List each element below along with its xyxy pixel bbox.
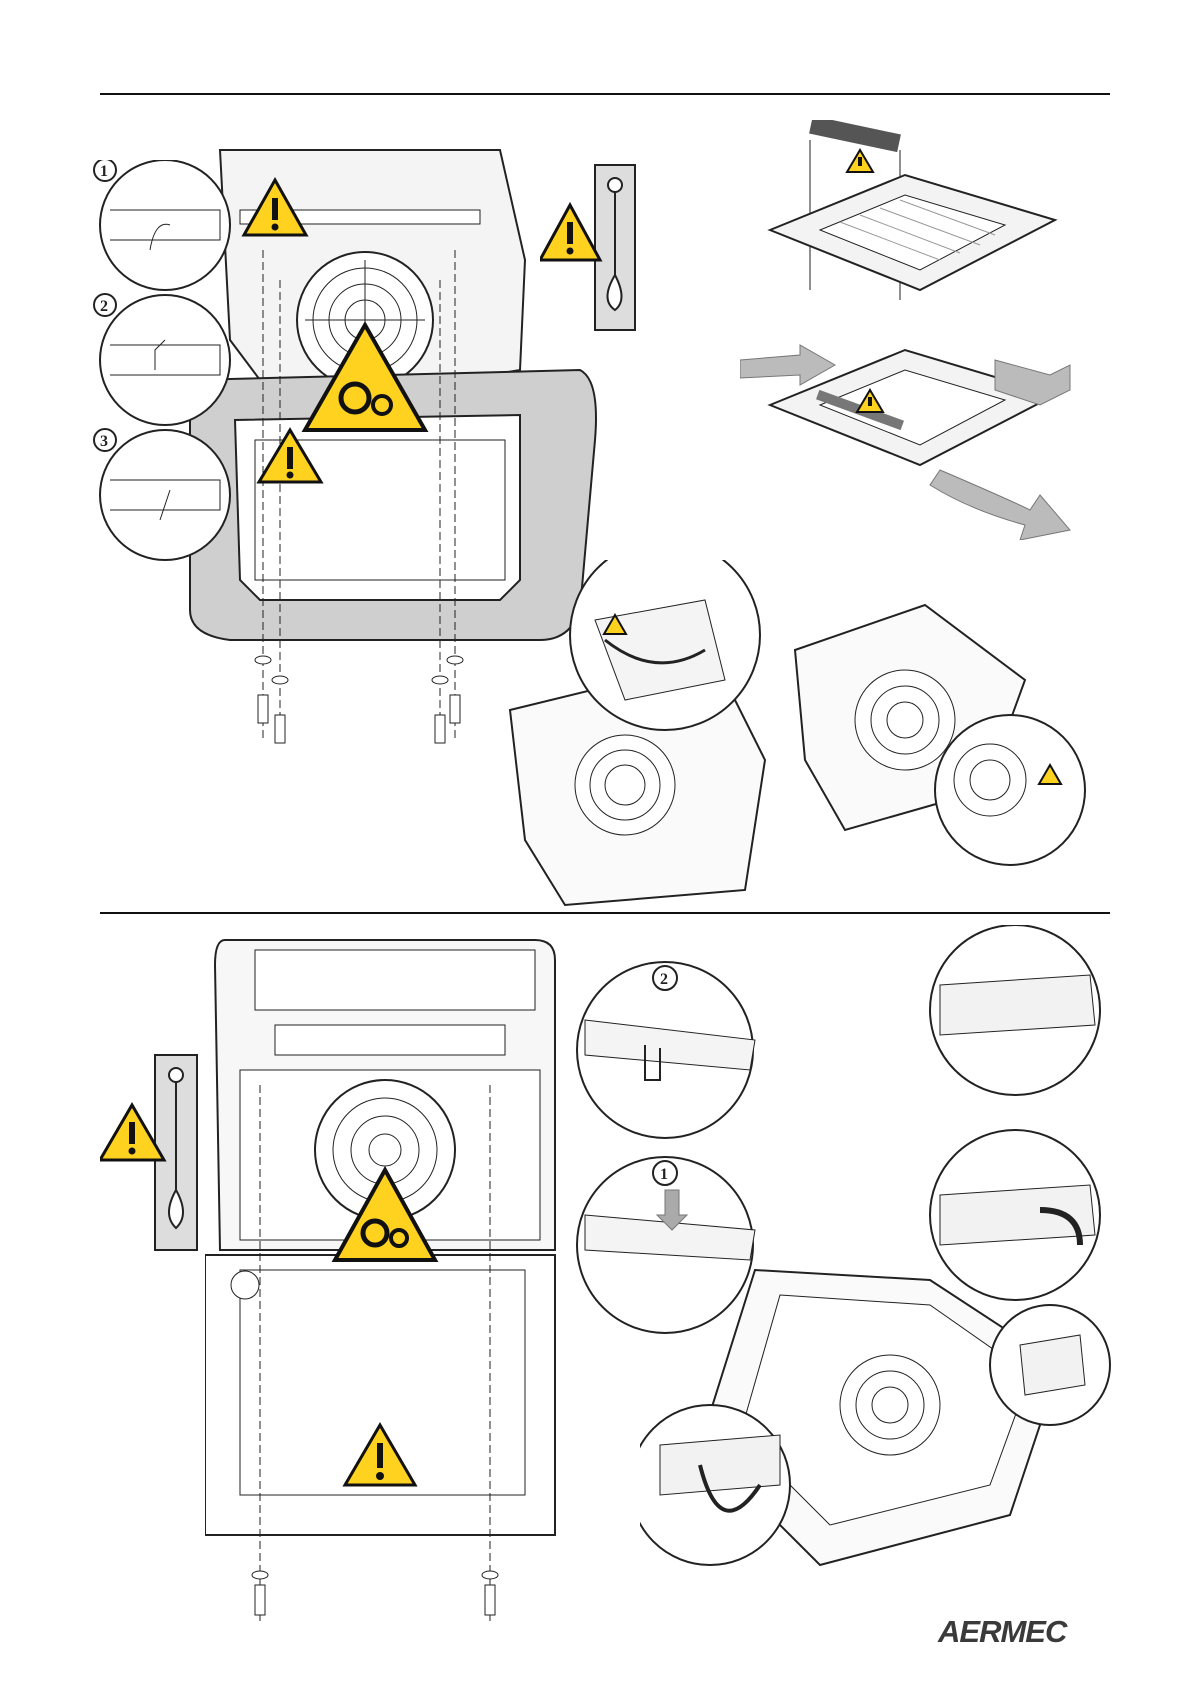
safety-cable-panel xyxy=(540,160,640,335)
grille-panel-diagram xyxy=(740,120,1080,540)
warning-triangle-icon xyxy=(847,150,873,172)
unit-bottom-view-diagram xyxy=(205,935,565,1625)
section2-right-details xyxy=(640,925,1140,1595)
top-divider xyxy=(100,93,1110,95)
safety-cable-panel-2 xyxy=(100,1050,200,1255)
step-number-2: 2 xyxy=(100,298,108,315)
step-number-3: 3 xyxy=(100,433,108,450)
wiring-detail-diagram xyxy=(505,560,1125,910)
step-number-1: 1 xyxy=(100,163,108,180)
detail-step-circles: 1 2 3 xyxy=(80,160,250,580)
brand-logo: AERMEC xyxy=(938,1612,1048,1652)
middle-divider xyxy=(100,912,1110,914)
warning-triangle-icon xyxy=(540,205,600,260)
